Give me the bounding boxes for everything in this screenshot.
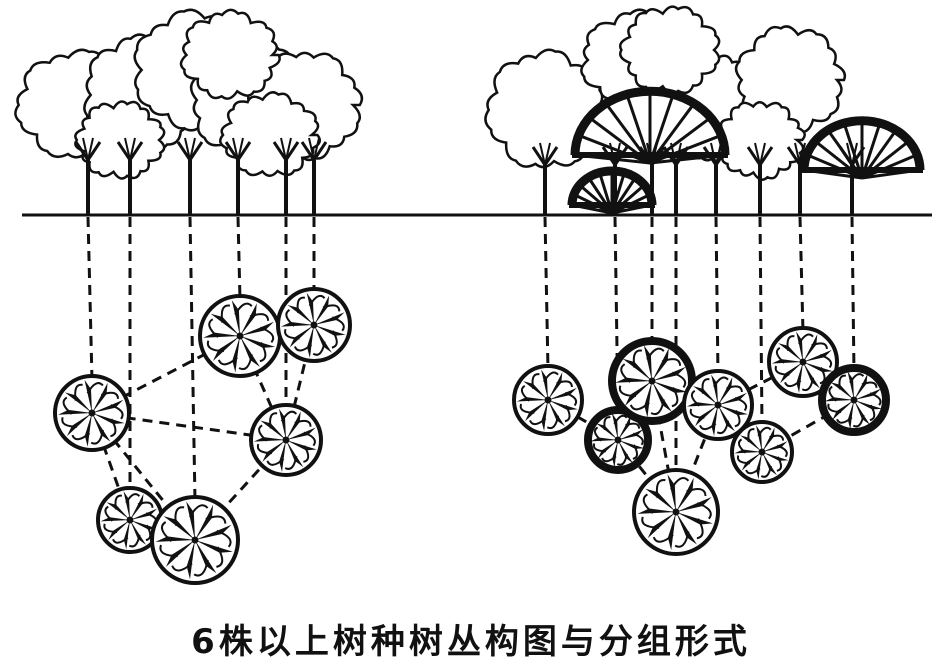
right-group-line-1 bbox=[547, 398, 619, 442]
left-canopy-7 bbox=[219, 91, 322, 177]
elevation-trunks bbox=[74, 137, 866, 215]
left-trunk-3 bbox=[176, 137, 204, 215]
right-trunk-8 bbox=[838, 142, 866, 215]
right-projection-5 bbox=[714, 216, 720, 376]
left-canopy-8 bbox=[179, 8, 281, 100]
right-canopy-6 bbox=[618, 5, 721, 95]
left-plan-tree-5 bbox=[249, 403, 323, 477]
left-trunk-2 bbox=[116, 137, 144, 215]
left-trunk-6 bbox=[300, 137, 328, 215]
plan-view-symbols bbox=[53, 287, 890, 585]
right-trunk-7 bbox=[786, 142, 814, 215]
right-plan-tree-6 bbox=[730, 420, 794, 484]
right-trunk-1 bbox=[531, 142, 559, 215]
right-trunk-4 bbox=[662, 142, 690, 215]
left-plan-tree-4 bbox=[198, 294, 282, 378]
left-trunk-1 bbox=[74, 137, 102, 215]
right-plan-tree-5 bbox=[682, 369, 754, 441]
right-plan-tree-8 bbox=[818, 364, 890, 436]
right-plan-tree-2 bbox=[584, 406, 652, 474]
left-projection-3 bbox=[188, 216, 197, 502]
right-trunk-5 bbox=[702, 142, 730, 215]
left-projection-1 bbox=[86, 216, 94, 381]
left-plan-tree-2 bbox=[96, 486, 164, 554]
right-plan-tree-3 bbox=[608, 337, 696, 425]
elevation-canopies bbox=[14, 5, 925, 215]
left-trunk-4 bbox=[224, 137, 252, 215]
projection-lines bbox=[86, 216, 856, 502]
left-canopy-6 bbox=[74, 100, 166, 180]
right-plan-tree-7 bbox=[767, 326, 839, 398]
right-trunk-3 bbox=[638, 142, 666, 215]
right-trunk-6 bbox=[746, 142, 774, 215]
left-plan-tree-3 bbox=[150, 495, 240, 585]
left-projection-4 bbox=[236, 216, 242, 301]
left-plan-tree-1 bbox=[53, 374, 131, 452]
diagram-caption: 6株以上树种树丛构图与分组形式 bbox=[191, 622, 751, 662]
right-dark-canopy-3 bbox=[567, 166, 657, 215]
right-projection-1 bbox=[543, 216, 550, 371]
right-plan-tree-4 bbox=[632, 468, 720, 556]
right-plan-tree-1 bbox=[512, 364, 584, 436]
left-plan-tree-6 bbox=[276, 287, 352, 363]
right-trunk-2 bbox=[601, 142, 629, 215]
right-projection-7 bbox=[798, 216, 805, 333]
right-projection-6 bbox=[758, 216, 764, 427]
right-dark-canopy-1 bbox=[570, 86, 730, 165]
right-projection-8 bbox=[850, 216, 856, 373]
left-trunk-5 bbox=[272, 137, 300, 215]
